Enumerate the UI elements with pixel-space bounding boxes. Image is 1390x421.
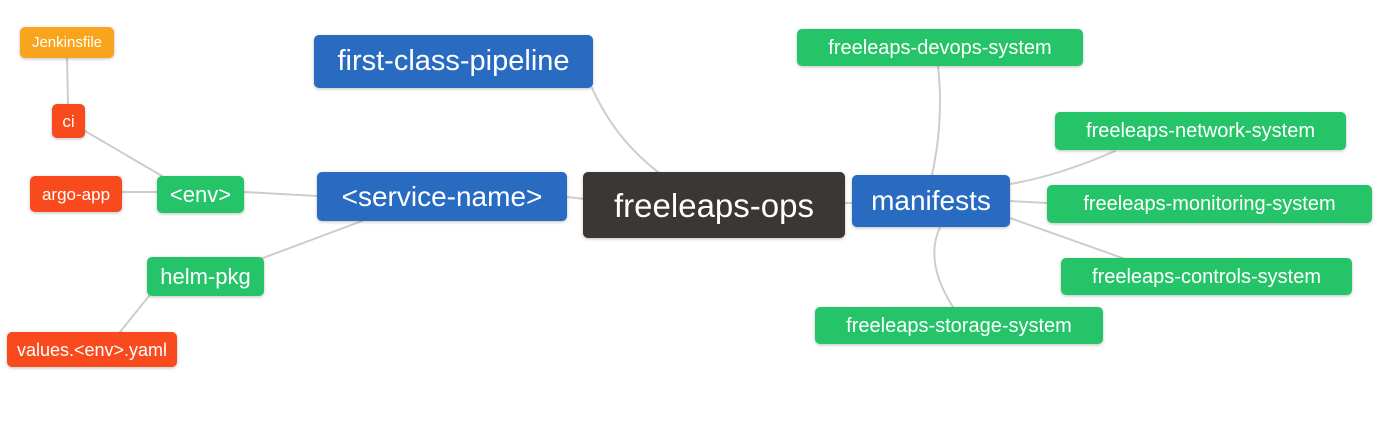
edge-service-name-env	[243, 191, 318, 197]
edge-manifests-devops-system	[931, 65, 941, 176]
edge-service-name-helm-pkg	[262, 220, 363, 259]
node-freeleaps-controls-system[interactable]: freeleaps-controls-system	[1061, 258, 1352, 295]
edge-manifests-monitoring-system	[1009, 200, 1048, 204]
edge-ci-jenkinsfile	[66, 56, 69, 105]
node-jenkinsfile[interactable]: Jenkinsfile	[20, 27, 114, 58]
edge-env-ci	[84, 130, 163, 177]
node-argo-app[interactable]: argo-app	[30, 176, 122, 212]
node-ci[interactable]: ci	[52, 104, 85, 138]
node-freeleaps-devops-system[interactable]: freeleaps-devops-system	[797, 29, 1083, 66]
edge-manifests-network-system	[1009, 150, 1116, 185]
node-values-env-yaml[interactable]: values.<env>.yaml	[7, 332, 177, 367]
node-freeleaps-storage-system[interactable]: freeleaps-storage-system	[815, 307, 1103, 344]
edge-manifests-controls-system	[1009, 217, 1129, 261]
node-freeleaps-ops[interactable]: freeleaps-ops	[583, 172, 845, 238]
edge-freeleaps-ops-service-name	[566, 196, 586, 200]
edge-freeleaps-ops-first-class-pipeline	[591, 87, 659, 173]
edge-manifests-storage-system	[933, 226, 954, 308]
node-helm-pkg[interactable]: helm-pkg	[147, 257, 264, 296]
node-freeleaps-monitoring-system[interactable]: freeleaps-monitoring-system	[1047, 185, 1372, 223]
node-service-name[interactable]: <service-name>	[317, 172, 567, 221]
edge-helm-pkg-values-env-yaml	[119, 295, 150, 333]
node-manifests[interactable]: manifests	[852, 175, 1010, 227]
node-env[interactable]: <env>	[157, 176, 244, 213]
node-first-class-pipeline[interactable]: first-class-pipeline	[314, 35, 593, 88]
node-freeleaps-network-system[interactable]: freeleaps-network-system	[1055, 112, 1346, 150]
